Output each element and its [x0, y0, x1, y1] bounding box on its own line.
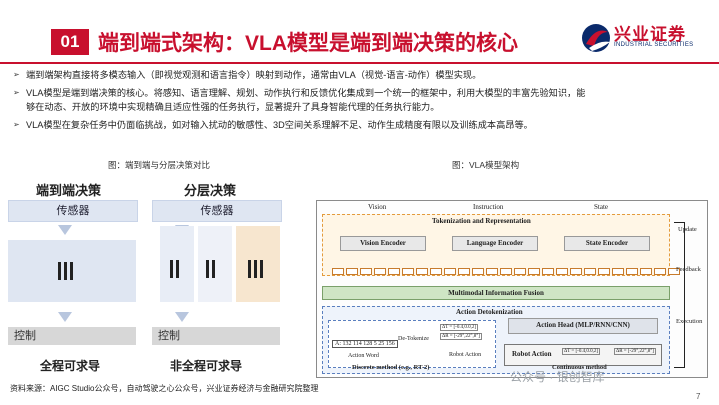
action-word-label: Action Word — [348, 353, 379, 359]
page-number: 7 — [696, 392, 701, 401]
bullet-item: ➢ 端到端架构直接将多模态输入（即视觉观测和语言指令）映射到动作，通常由VLA（… — [13, 68, 696, 82]
model-bars-icon — [58, 262, 76, 285]
left-figure-caption: 图：端到端与分层决策对比 — [108, 160, 211, 170]
watermark: 公众号 · 银创智库 — [510, 370, 605, 384]
control-box-left: 控制 — [8, 327, 136, 345]
delta-r-large: ΔR = [-29°,22°,8°] — [614, 348, 656, 355]
right-footer: 非全程可求导 — [170, 359, 243, 373]
section-number-badge: 01 — [51, 29, 89, 55]
bullet-item: ➢ VLA模型在复杂任务中仍面临挑战，如对输入扰动的敏感性、3D空间关系理解不足… — [13, 118, 696, 132]
control-box-right: 控制 — [152, 327, 280, 345]
execution-label: Execution — [676, 318, 703, 325]
end-to-end-title: 端到端决策 — [36, 183, 102, 198]
source-note: 资料来源：AIGC Studio公众号，自动驾驶之心公众号，兴业证券经济与金融研… — [10, 384, 319, 393]
sensor-box-left: 传感器 — [8, 200, 138, 222]
continuous-method-label: Continuous method — [552, 364, 607, 371]
language-encoder-box: Language Encoder — [452, 236, 538, 251]
logo-text-cn: 兴业证券 — [614, 25, 686, 44]
logo-text-en: INDUSTRIAL SECURITIES — [614, 42, 694, 48]
bullet-arrow-icon: ➢ — [13, 120, 20, 129]
state-encoder-box: State Encoder — [564, 236, 650, 251]
vision-encoder-box: Vision Encoder — [340, 236, 426, 251]
input-instruction-label: Instruction — [473, 203, 504, 211]
header-divider — [0, 62, 719, 64]
detokenization-label: Action Detokenization — [456, 308, 523, 316]
bullet-text: VLA模型在复杂任务中仍面临挑战，如对输入扰动的敏感性、3D空间关系理解不足、动… — [26, 120, 533, 130]
hierarchical-title: 分层决策 — [184, 183, 237, 198]
arrow-down-icon — [175, 312, 189, 322]
module-strip — [198, 226, 232, 302]
fusion-bar: Multimodal Information Fusion — [322, 286, 670, 300]
action-head-box: Action Head (MLP/RNN/CNN) — [508, 318, 658, 334]
module-strip-highlight — [236, 226, 280, 302]
token-sequence: A: 132 114 128 5 25 156 — [332, 340, 398, 348]
continuous-method-box — [504, 344, 662, 366]
discrete-method-box — [328, 320, 496, 368]
left-footer: 全程可求导 — [40, 359, 101, 373]
right-figure-caption: 图：VLA模型架构 — [452, 160, 520, 170]
token-row — [332, 262, 682, 280]
de-tokenize-label: De-Tokenize — [398, 336, 429, 342]
sensor-box-right: 传感器 — [152, 200, 282, 222]
feedback-label: Feedback — [676, 266, 701, 273]
arrow-down-icon — [58, 312, 72, 322]
bullet-arrow-icon: ➢ — [13, 70, 20, 79]
tokenization-label: Tokenization and Representation — [432, 217, 531, 225]
model-bars-icon — [206, 260, 218, 283]
input-state-label: State — [594, 203, 608, 211]
bullet-item: ➢ VLA模型是端到端决策的核心。将感知、语言理解、规划、动作执行和反馈优化集成… — [13, 86, 696, 114]
arrow-down-icon — [58, 225, 72, 235]
feedback-loop-line — [674, 222, 685, 368]
model-bars-icon — [248, 260, 266, 283]
delta-t-small: ΔT = [-0.4,0.0,2] — [440, 324, 478, 331]
discrete-method-label: Discrete method (e.g., RT-2) — [352, 364, 430, 371]
robot-action-label: Robot Action — [512, 350, 552, 358]
robot-action-small-label: Robot Action — [449, 352, 482, 358]
bullet-text-line: VLA模型是端到端决策的核心。将感知、语言理解、规划、动作执行和反馈优化集成到一… — [26, 88, 586, 98]
end-to-end-model-box — [8, 240, 136, 302]
bullet-text-line: 够在动态、开放的环境中实现精确且适应性强的任务执行，显著提升了具身智能代理的任务… — [26, 102, 440, 112]
delta-r-small: ΔR = [-29°,22°,8°] — [440, 333, 482, 340]
input-vision-label: Vision — [368, 203, 387, 211]
bullet-arrow-icon: ➢ — [13, 88, 20, 97]
bullet-text: 端到端架构直接将多模态输入（即视觉观测和语言指令）映射到动作，通常由VLA（视觉… — [26, 70, 482, 80]
update-label: Update — [678, 226, 697, 233]
page-title: 端到端式架构：VLA模型是端到端决策的核心 — [98, 32, 518, 55]
model-bars-icon — [170, 260, 182, 283]
company-logo — [582, 24, 610, 52]
delta-t-large: ΔT = [-0.4,0.0,2] — [562, 348, 600, 355]
